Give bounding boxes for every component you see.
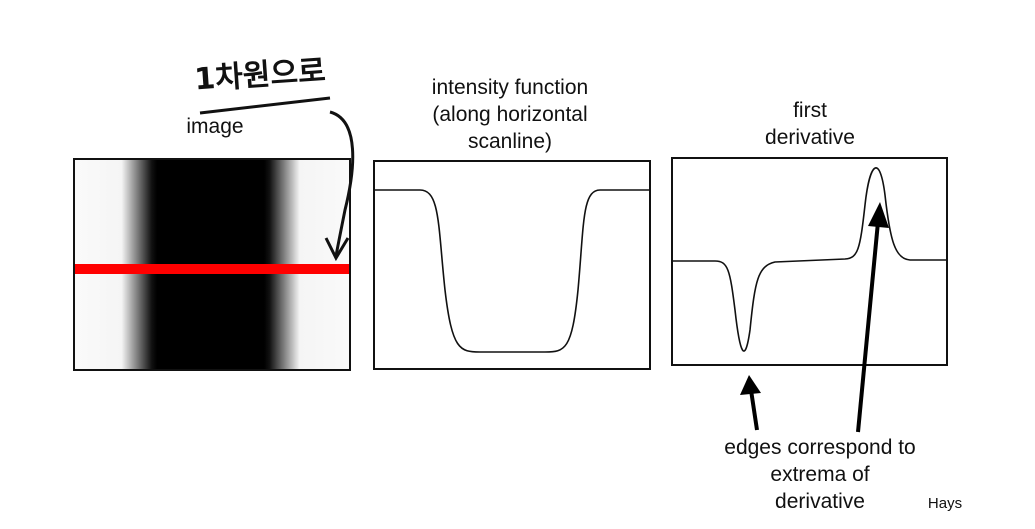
arrow-to-minimum <box>749 389 759 431</box>
handwritten-underline <box>199 96 331 115</box>
arrowhead-minimum <box>740 375 761 395</box>
intensity-title-line: scanline) <box>467 130 553 153</box>
derivative-title-line: derivative <box>765 126 855 149</box>
image-title: image <box>186 115 244 138</box>
intensity-title-line: (along horizontal <box>432 103 588 126</box>
derivative-title-line: first <box>793 99 827 122</box>
arrow-to-maximum <box>856 221 880 433</box>
intensity-panel <box>373 160 651 370</box>
handwritten-arrowhead <box>324 237 350 262</box>
derivative-title: first derivative <box>720 97 900 151</box>
scanline-red <box>75 264 349 274</box>
edges-annotation: edges correspond to extrema of derivativ… <box>690 434 950 515</box>
credit: Hays <box>927 495 963 512</box>
handwritten-arrow <box>329 110 355 257</box>
image-panel <box>73 158 351 371</box>
annotation-line: derivative <box>775 490 865 513</box>
intensity-title: intensity function (along horizontal sca… <box>390 74 630 155</box>
annotation-line: edges correspond to <box>724 436 916 459</box>
annotation-line: extrema of <box>770 463 870 486</box>
derivative-curve <box>673 167 946 352</box>
arrowhead-maximum <box>868 202 889 228</box>
intensity-curve <box>375 189 649 353</box>
intensity-title-line: intensity function <box>431 76 589 99</box>
